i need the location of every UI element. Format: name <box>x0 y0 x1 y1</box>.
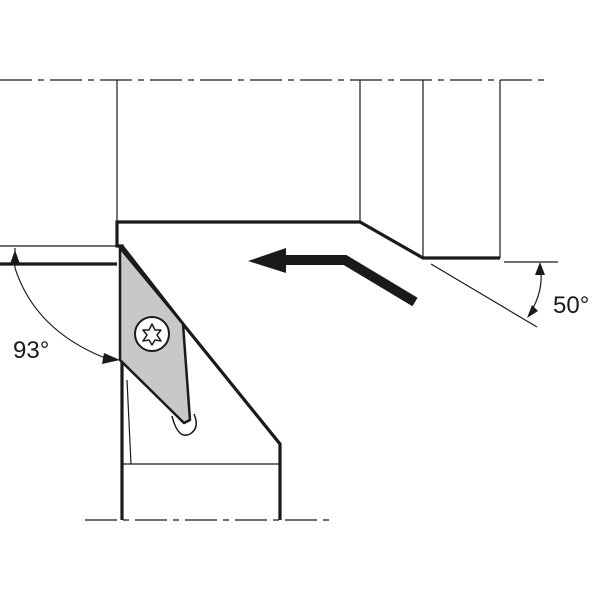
feed-direction-arrow-icon <box>248 248 418 307</box>
shank-outline <box>116 80 501 258</box>
clearance-angle-label: 50° <box>553 292 589 319</box>
lead-angle-label: 93° <box>13 337 49 364</box>
tool-head-flank <box>120 245 282 520</box>
clearance-angle-dimension <box>430 261 558 328</box>
insert-screw <box>134 316 170 352</box>
lead-angle-dimension <box>10 248 120 364</box>
diamond-insert <box>118 246 197 436</box>
insert-pocket <box>122 379 280 465</box>
torx-screw-icon <box>142 323 162 346</box>
